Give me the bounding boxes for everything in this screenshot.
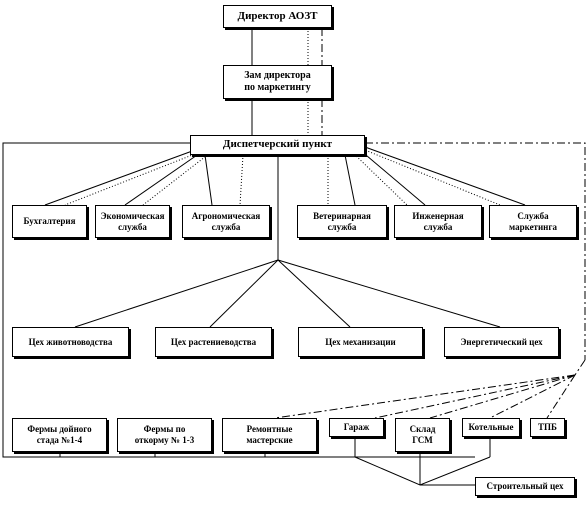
unit-box: ТПБ <box>530 418 565 437</box>
workshop-box: Цех растениеводства <box>155 327 272 357</box>
service-label: Ветеринарная служба <box>313 210 371 232</box>
service-box: Бухгалтерия <box>12 205 87 238</box>
service-box: Ветеринарная служба <box>297 205 387 238</box>
unit-label: Котельные <box>468 422 514 433</box>
dispatch-box: Диспетчерский пункт <box>190 135 365 155</box>
workshop-label: Цех животноводства <box>28 336 113 347</box>
service-box: Экономическая служба <box>95 205 170 238</box>
workshop-label: Цех растениеводства <box>170 336 257 347</box>
service-label: Экономическая служба <box>100 210 165 232</box>
unit-box: Склад ГСМ <box>395 418 450 452</box>
service-box: Инженерная служба <box>394 205 482 238</box>
construction-box: Строительный цех <box>475 477 575 496</box>
service-label: Служба маркетинга <box>509 210 557 232</box>
dispatch-label: Диспетчерский пункт <box>222 138 333 151</box>
service-box: Служба маркетинга <box>489 205 577 238</box>
service-label: Бухгалтерия <box>23 216 76 227</box>
director-box: Директор АОЗТ <box>223 5 332 28</box>
service-label: Агрономическая служба <box>191 210 261 232</box>
unit-label: Фермы по откорму № 1-3 <box>134 424 195 445</box>
unit-label: Ремонтные мастерские <box>246 424 293 445</box>
unit-label: Склад ГСМ <box>409 424 436 445</box>
unit-label: ТПБ <box>538 422 557 433</box>
unit-label: Гараж <box>343 422 370 433</box>
unit-box: Котельные <box>462 418 520 437</box>
workshop-label: Цех механизации <box>325 336 396 347</box>
workshop-box: Цех механизации <box>298 327 423 357</box>
unit-box: Фермы дойного стада №1-4 <box>12 418 107 452</box>
deputy-director-label: Зам директора по маркетингу <box>244 70 311 93</box>
deputy-director-box: Зам директора по маркетингу <box>223 65 332 99</box>
service-box: Агрономическая служба <box>182 205 270 238</box>
unit-box: Гараж <box>329 418 384 437</box>
service-label: Инженерная служба <box>412 210 464 232</box>
workshop-box: Цех животноводства <box>12 327 129 357</box>
workshop-box: Энергетический цех <box>444 327 559 357</box>
construction-label: Строительный цех <box>486 481 564 492</box>
director-label: Директор АОЗТ <box>237 9 318 22</box>
unit-box: Фермы по откорму № 1-3 <box>117 418 212 452</box>
workshop-label: Энергетический цех <box>460 336 543 347</box>
unit-label: Фермы дойного стада №1-4 <box>27 424 92 445</box>
unit-box: Ремонтные мастерские <box>222 418 317 452</box>
